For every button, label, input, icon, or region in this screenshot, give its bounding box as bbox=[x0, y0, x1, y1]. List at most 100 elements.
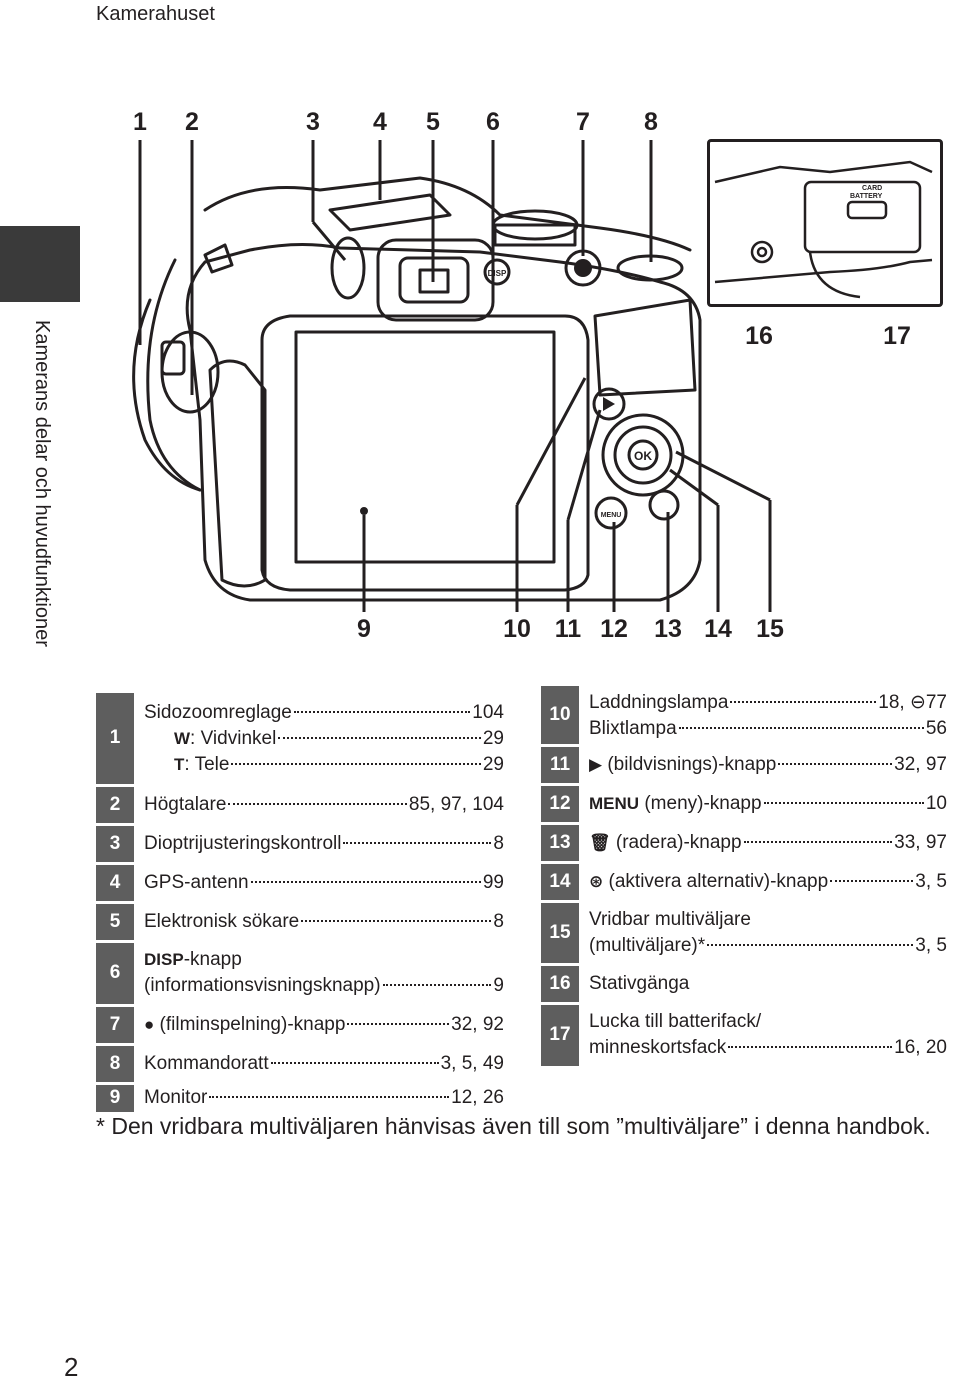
entry-text: ▶ (bildvisnings)-knapp bbox=[589, 753, 777, 775]
chapter-caption: Kamerans delar och huvudfunktioner bbox=[31, 320, 53, 647]
entry-line: minneskortsfack 16, 20 bbox=[589, 1035, 947, 1061]
entry-symbol: 🗑 bbox=[589, 832, 611, 852]
menu-button-label: MENU bbox=[601, 512, 622, 519]
page-ref: 29 bbox=[482, 754, 504, 775]
entry-line: Lucka till batterifack/ bbox=[589, 1009, 947, 1035]
page-ref: 10 bbox=[925, 792, 947, 814]
entry-text: ● (filminspelning)-knapp bbox=[144, 1013, 346, 1035]
entry-line: Vridbar multiväljare bbox=[589, 907, 947, 933]
callout-12: 12 bbox=[600, 615, 628, 643]
entry-text: Vridbar multiväljare bbox=[589, 908, 751, 930]
page-ref: 9 bbox=[493, 975, 504, 996]
entry-text: Blixtlampa bbox=[589, 717, 677, 739]
dot-leader bbox=[382, 984, 492, 986]
callout-6: 6 bbox=[486, 108, 500, 136]
footnote: * Den vridbara multiväljaren hänvisas äv… bbox=[96, 1113, 931, 1139]
row-number: 17 bbox=[541, 1003, 579, 1069]
entry-text: GPS-antenn bbox=[144, 871, 249, 893]
dot-leader bbox=[301, 919, 492, 922]
page-ref: 99 bbox=[482, 871, 504, 893]
row-description: Lucka till batterifack/minneskortsfack 16… bbox=[579, 1003, 951, 1067]
page-ref: 16, 20 bbox=[894, 1037, 947, 1058]
entry-line: W: Vidvinkel 29 bbox=[144, 726, 504, 752]
entry-line: Stativgänga bbox=[589, 971, 947, 997]
entry-text: Sidozoomreglage bbox=[144, 702, 292, 723]
entry-symbol: T bbox=[174, 755, 185, 774]
row-number: 9 bbox=[96, 1083, 134, 1115]
page-ref: 104 bbox=[472, 702, 504, 723]
camera-drawing: DISP OK MENU bbox=[132, 140, 899, 612]
monitor-center-dot bbox=[360, 507, 368, 515]
dot-leader bbox=[228, 802, 407, 805]
dot-leader bbox=[778, 762, 893, 765]
entry-line: Blixtlampa 56 bbox=[589, 716, 947, 742]
entry-line: (multiväljare)*3, 5 bbox=[589, 933, 947, 959]
callout-17: 17 bbox=[883, 322, 911, 350]
entry-text: (informationsvisningsknapp) bbox=[144, 975, 381, 996]
dot-leader bbox=[830, 879, 914, 882]
row-number: 2 bbox=[96, 785, 134, 826]
dot-leader bbox=[231, 763, 481, 765]
play-triangle-icon bbox=[603, 397, 615, 411]
row-description: ⊛ (aktivera alternativ)-knapp 3, 5 bbox=[579, 862, 951, 901]
entry-symbol: ▶ bbox=[589, 754, 603, 774]
entry-text: Laddningslampa bbox=[589, 691, 729, 713]
page-ref: 29 bbox=[482, 728, 504, 749]
row-description: GPS-antenn 99 bbox=[134, 863, 508, 902]
row-number: 13 bbox=[541, 823, 579, 864]
dot-leader bbox=[763, 801, 924, 804]
entry-line: GPS-antenn 99 bbox=[144, 870, 504, 896]
row-number: 7 bbox=[96, 1005, 134, 1046]
entry-text: minneskortsfack bbox=[589, 1037, 727, 1058]
dot-leader bbox=[728, 1046, 893, 1048]
callout-5: 5 bbox=[426, 108, 440, 136]
entry-text: ⊛ (aktivera alternativ)-knapp bbox=[589, 870, 829, 892]
disp-button-label: DISP bbox=[488, 269, 507, 278]
row-number: 6 bbox=[96, 941, 134, 1007]
inset-drawing: CARD BATTERY bbox=[714, 160, 933, 299]
page-ref: 3, 5 bbox=[915, 934, 947, 956]
page-ref: 56 bbox=[925, 717, 947, 739]
dot-leader bbox=[278, 737, 481, 739]
page-ref: 85, 97, 104 bbox=[408, 793, 504, 815]
page-ref: 3, 5, 49 bbox=[440, 1052, 504, 1074]
dot-leader bbox=[347, 1022, 450, 1025]
callout-10: 10 bbox=[503, 615, 531, 643]
callout-16: 16 bbox=[745, 322, 773, 350]
entry-text: W: Vidvinkel bbox=[174, 728, 277, 749]
entry-symbol: W bbox=[174, 729, 191, 748]
row-number: 8 bbox=[96, 1044, 134, 1085]
card-text: CARD bbox=[862, 185, 882, 192]
callout-1: 1 bbox=[133, 108, 147, 136]
entry-symbol: ⊛ bbox=[589, 871, 604, 891]
entry-text: Stativgänga bbox=[589, 972, 690, 994]
callout-4: 4 bbox=[373, 108, 387, 136]
page-ref: 3, 5 bbox=[915, 870, 947, 892]
row-description: Stativgänga bbox=[579, 964, 951, 1003]
dot-leader bbox=[743, 840, 893, 843]
chapter-tab bbox=[0, 226, 80, 302]
page-ref: 8 bbox=[493, 832, 504, 854]
